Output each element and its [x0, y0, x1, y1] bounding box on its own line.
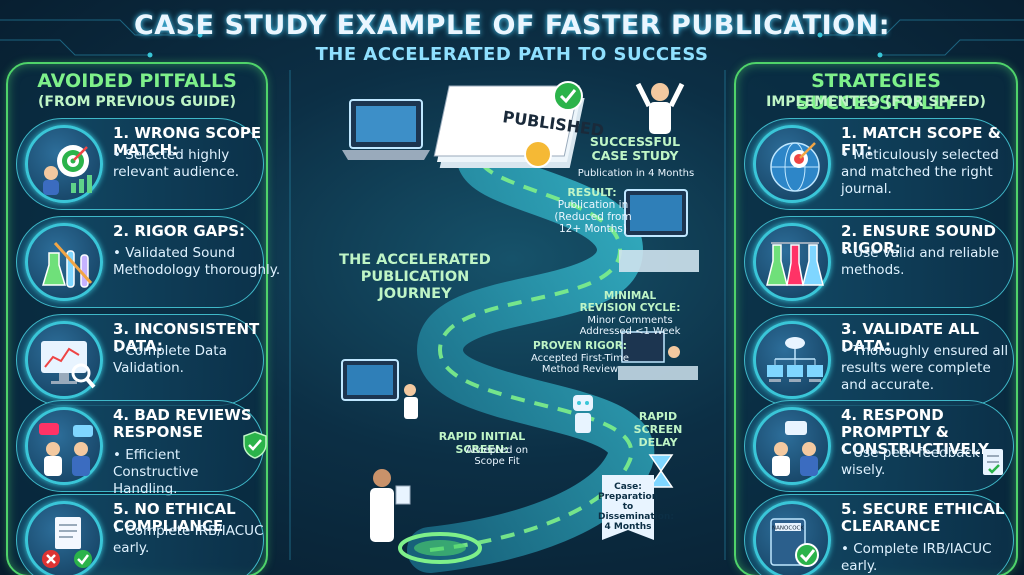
book-check-icon: NANOCOCK: [753, 501, 831, 575]
pitfall-body-1: • Selected highly relevant audience.: [113, 147, 240, 180]
globe-target-icon: [753, 125, 831, 203]
strategies-panel: STRATEGIES SUCCESSFULLY IMPLEMENTED (FOR…: [734, 62, 1018, 575]
right-panel-subheading: IMPLEMENTED (FOR SPEED): [766, 94, 986, 110]
pitfall-title-1: 1. WRONG SCOPE MATCH:: [113, 124, 262, 159]
strategy-card-1: 1. MATCH SCOPE & FIT: • Meticulously sel…: [744, 118, 1014, 210]
pitfall-body-2: • Validated Sound Methodology thoroughly…: [113, 245, 281, 278]
journey-title: THE ACCELERATED PUBLICATION JOURNEY: [339, 252, 491, 302]
pitfall-body-4: • Efficient Constructive Handling.: [113, 447, 199, 497]
pitfall-card-4: 4. BAD REVIEWS RESPONSE • Efficient Cons…: [16, 400, 267, 497]
pitfall-title-2: 2. RIGOR GAPS:: [113, 222, 246, 240]
book-label: NANOCOCK: [772, 526, 804, 532]
researcher-desk-icon: [618, 331, 698, 380]
main-title: CASE STUDY EXAMPLE OF FASTER PUBLICATION…: [133, 10, 891, 41]
pitfall-title-5: 5. NO ETHICAL COMPLIANCE: [113, 500, 236, 535]
robot-icon: [573, 395, 593, 433]
strategy-card-5: NANOCOCK 5. SECURE ETHICAL CLEARANCE • C…: [744, 494, 1014, 575]
published-check-icon: [553, 81, 583, 111]
strategy-card-2: 2. ENSURE Sound Rigor: • Use valid and r…: [744, 216, 1014, 308]
pitfall-body-3: • Complete Data Validation.: [113, 343, 227, 376]
target-icon: [25, 125, 103, 203]
test-tubes-icon: [25, 223, 103, 301]
award-medal-icon: [524, 140, 552, 168]
journey-illustration: PUBLISHED: [341, 81, 699, 573]
chart-magnifier-icon: [25, 321, 103, 399]
document-shield-icon: [25, 501, 103, 575]
right-panel-heading: STRATEGIES SUCCESSFULLY: [796, 70, 956, 114]
strategy-body-5: • Complete IRB/IACUC early.: [841, 541, 992, 574]
strategy-title-5: 5. SECURE ETHICAL CLEARANCE: [841, 500, 1005, 535]
checklist-icon: [983, 449, 1003, 475]
scientist-clipboard-icon: [370, 469, 411, 542]
pitfall-card-3: 3. INCONSISTENT DATA: • Complete Data Va…: [16, 314, 264, 406]
revision-title: MINIMAL REVISION CYCLE:: [579, 290, 681, 314]
strategy-title-3: 3. VALIDATE ALL DATA:: [841, 320, 980, 355]
pitfall-body-5: • Complete IRB/IACUC early.: [113, 523, 264, 556]
scientist-celebrating-icon: [635, 82, 685, 134]
strategy-body-2: • Use valid and reliable methods.: [841, 245, 1000, 278]
initial-screen-title: RAPID INITIAL SCREEN:: [438, 430, 526, 456]
pitfall-card-5: 5. NO ETHICAL COMPLIANCE • Complete IRB/…: [16, 494, 264, 575]
left-panel-heading: AVOIDED PITFALLS: [37, 70, 237, 92]
start-portal: [398, 532, 482, 564]
strategy-card-3: 3. VALIDATE ALL DATA: • Thoroughly ensur…: [744, 314, 1014, 406]
main-subtitle: THE ACCELERATED PATH TO SUCCESS: [315, 44, 709, 65]
flasks-icon: [753, 223, 831, 301]
speech-bubbles-icon: [25, 407, 103, 485]
strategy-title-2: 2. ENSURE Sound Rigor:: [841, 222, 996, 257]
strategy-card-4: 4. RESPOND PROMPTLY & CONSTRUCTIVELY • U…: [744, 400, 1014, 492]
strategy-body-4: • Use peer feedback wisely.: [841, 445, 980, 478]
avoided-pitfalls-panel: AVOIDED PITFALLS (FROM PREVIOUS GUIDE) 1…: [6, 62, 280, 575]
strategy-body-3: • Thoroughly ensured all results were co…: [841, 343, 1009, 393]
case-summary-text: Case: Preparation to Dissemination: 4 Mo…: [598, 482, 674, 532]
pitfall-card-1: 1. WRONG SCOPE MATCH: • Selected highly …: [16, 118, 264, 210]
case-summary-ribbon: [602, 475, 654, 540]
strategy-title-4: 4. RESPOND PROMPTLY & CONSTRUCTIVELY: [841, 406, 989, 458]
feedback-people-icon: [753, 407, 831, 485]
success-label: SUCCESSFUL CASE STUDY: [589, 134, 681, 163]
pitfall-title-4: 4. BAD REVIEWS RESPONSE: [113, 406, 252, 441]
left-panel-subheading: (FROM PREVIOUS GUIDE): [38, 94, 236, 110]
shield-check-icon: [243, 431, 267, 459]
success-sub: Publication in 4 Months: [577, 168, 695, 179]
network-screens-icon: [753, 321, 831, 399]
pitfall-card-2: 2. RIGOR GAPS: • Validated Sound Methodo…: [16, 216, 280, 308]
revision-sub: Minor Comments Addressed <1 Week: [579, 315, 681, 337]
strategy-body-1: • Meticulously selected and matched the …: [841, 147, 999, 197]
result-title: RESULT:: [567, 186, 617, 199]
strategy-title-1: 1. MATCH SCOPE & FIT:: [841, 124, 1001, 159]
workstation-icon: [341, 359, 418, 419]
rigor-title: PROVEN RIGOR:: [533, 340, 627, 352]
hourglass-icon: [648, 454, 674, 488]
rigor-sub: Accepted First-Time Method Review: [531, 353, 629, 375]
laptop-icon: [342, 99, 430, 160]
monitor-station-icon: [619, 189, 699, 272]
initial-screen-sub: Accepted on Scope Fit: [465, 445, 529, 467]
result-details: Publication in (Reduced from 12+ Months): [554, 199, 632, 235]
rapid-delay-label: RAPID SCREEN DELAY: [633, 410, 683, 449]
pitfall-title-3: 3. INCONSISTENT DATA:: [113, 320, 260, 355]
